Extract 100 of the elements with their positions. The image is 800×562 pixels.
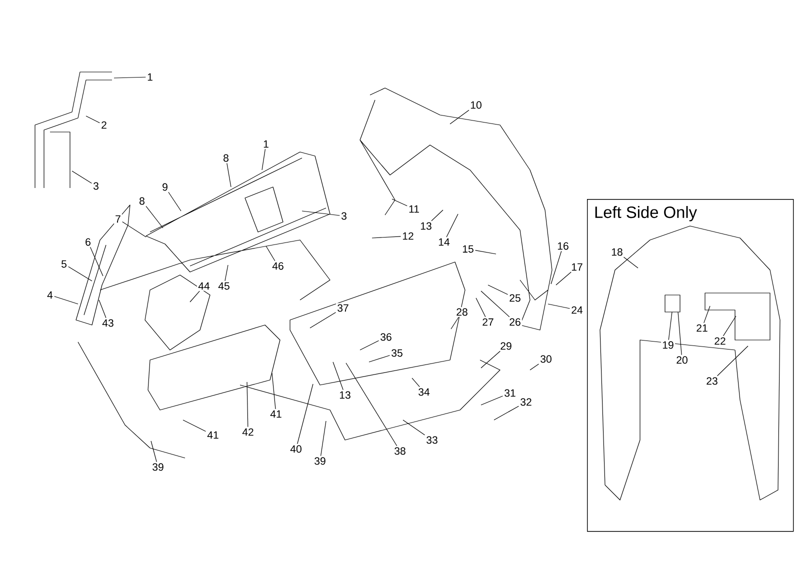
leader-line	[668, 312, 672, 340]
leader-line	[297, 384, 314, 444]
callout-number: 39	[150, 462, 166, 472]
leader-line	[360, 340, 380, 350]
callout-number: 36	[378, 332, 394, 342]
leader-line	[392, 198, 408, 206]
leader-line	[146, 206, 164, 228]
callout-number: 2	[100, 120, 108, 130]
leader-line	[494, 406, 520, 420]
callout-number: 7	[114, 214, 122, 224]
callout-number: 46	[270, 261, 286, 271]
leader-line	[272, 372, 276, 410]
leader-line	[68, 266, 92, 282]
callout-number: 31	[502, 388, 518, 398]
leader-line	[150, 440, 157, 462]
callout-number: 3	[340, 211, 348, 221]
callout-number: 32	[518, 397, 534, 407]
callout-number: 44	[196, 281, 212, 291]
callout-number: 15	[460, 244, 476, 254]
leader-line	[480, 350, 500, 368]
callout-number: 5	[60, 259, 68, 269]
leader-line	[480, 396, 504, 406]
leader-line	[262, 148, 266, 170]
leader-line	[72, 170, 92, 184]
callout-number: 10	[468, 100, 484, 110]
leader-line	[488, 284, 508, 295]
callout-number: 26	[508, 317, 522, 327]
callout-number: 20	[674, 355, 690, 365]
callout-number: 34	[416, 387, 432, 397]
callout-number: 8	[222, 153, 230, 163]
callout-number: 13	[338, 390, 352, 400]
callout-number: 13	[418, 221, 434, 231]
leader-line	[704, 306, 710, 324]
leader-line	[372, 236, 402, 238]
leader-line	[98, 300, 106, 318]
leader-line	[122, 222, 146, 238]
leader-line	[717, 346, 748, 376]
leader-line	[623, 256, 638, 268]
leader-line	[480, 290, 510, 318]
leader-line	[346, 362, 398, 446]
callout-number: 45	[216, 281, 232, 291]
callout-number: 33	[424, 435, 440, 445]
leader-line	[224, 264, 228, 282]
callout-number: 17	[570, 262, 584, 272]
callout-number: 12	[400, 231, 416, 241]
leader-line	[368, 355, 390, 362]
callout-number: 35	[390, 348, 404, 358]
callout-number: 25	[508, 293, 522, 303]
leader-line	[530, 364, 540, 370]
callout-number: 18	[610, 247, 624, 257]
callout-number: 6	[84, 237, 92, 247]
leader-line	[450, 316, 459, 330]
leader-line	[266, 246, 276, 262]
callout-number: 24	[570, 305, 584, 315]
leader-line	[548, 304, 570, 309]
callout-number: 23	[704, 376, 720, 386]
leader-line	[310, 312, 336, 328]
leader-line	[450, 110, 470, 124]
callout-number: 27	[480, 317, 496, 327]
leader-line	[678, 312, 682, 356]
callout-number: 8	[138, 196, 146, 206]
leader-line	[90, 246, 104, 276]
callout-number: 14	[436, 237, 452, 247]
leader-line	[182, 420, 206, 432]
callout-number: 11	[407, 204, 421, 214]
leader-line	[332, 362, 344, 390]
leader-line	[431, 210, 444, 222]
callout-number: 41	[268, 409, 284, 419]
callout-number: 40	[288, 444, 304, 454]
leader-line	[556, 272, 572, 286]
callout-number: 1	[146, 72, 154, 82]
callout-number: 22	[712, 336, 728, 346]
leader-line	[302, 210, 340, 216]
leader-line	[412, 378, 420, 388]
callout-number: 21	[694, 323, 710, 333]
leader-line	[226, 162, 232, 188]
callout-number: 9	[160, 182, 170, 192]
callout-number: 37	[336, 303, 350, 313]
leader-line	[474, 250, 496, 254]
leader-line	[54, 296, 78, 304]
leader-line	[114, 76, 146, 78]
callout-number: 42	[240, 427, 256, 437]
leader-line	[550, 250, 562, 284]
leader-line	[86, 116, 100, 124]
callout-number: 16	[556, 241, 570, 251]
leader-line	[190, 290, 200, 302]
callout-number: 38	[392, 446, 408, 456]
leader-line	[446, 214, 458, 238]
leader-line	[168, 192, 182, 212]
callout-number: 30	[538, 354, 554, 364]
callout-number: 4	[46, 290, 54, 300]
callout-number: 28	[454, 307, 470, 317]
callout-number: 1	[262, 139, 270, 149]
callout-number: 41	[206, 430, 220, 440]
leader-line	[722, 316, 736, 336]
leader-line	[320, 420, 326, 456]
leader-line	[402, 420, 426, 436]
callout-number: 29	[498, 341, 514, 351]
leader-line	[476, 298, 486, 318]
callout-number: 3	[92, 181, 100, 191]
